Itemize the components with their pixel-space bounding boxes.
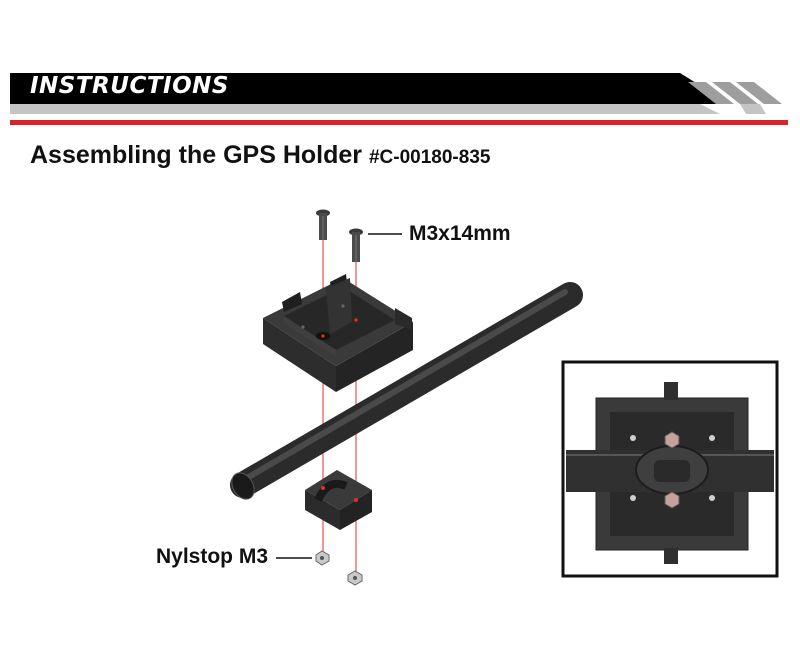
screw-icon (349, 228, 363, 262)
nut-callout-label: Nylstop M3 (156, 545, 269, 568)
screw-icon (316, 209, 330, 240)
inset-detail-view (561, 360, 779, 578)
screw-callout-label: M3x14mm (409, 222, 511, 245)
accent-red-rule (10, 120, 788, 125)
nylstop-nut-icon (347, 570, 363, 586)
page-title: Assembling the GPS Holder #C-00180-835 (30, 141, 490, 170)
banner-label: INSTRUCTIONS (30, 73, 229, 99)
title-text: Assembling the GPS Holder (30, 141, 363, 169)
clamp-bottom-icon (305, 470, 372, 530)
part-number: #C-00180-835 (368, 147, 491, 168)
gps-holder-top-icon (263, 274, 413, 392)
carbon-tube-icon (230, 282, 583, 500)
header-banner (10, 73, 788, 125)
nylstop-nut-icon (315, 550, 330, 566)
